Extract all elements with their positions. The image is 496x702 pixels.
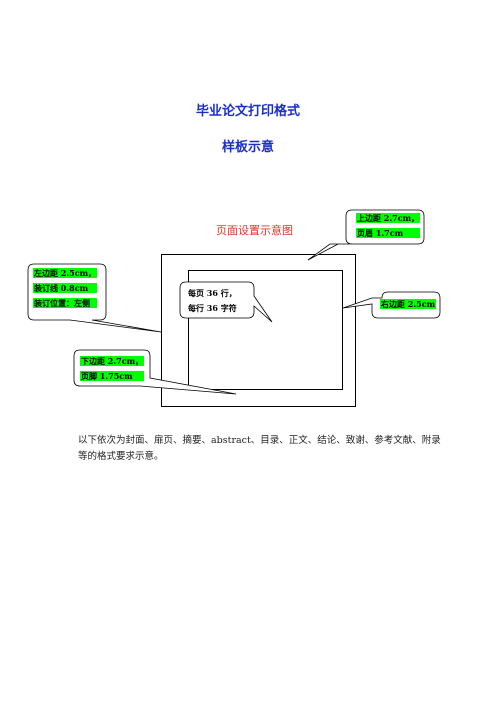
page-outline [161,254,356,407]
text-area-outline [188,270,343,390]
callout-bottom-text: 下边距 2.7cm， 页脚 1.75cm [80,356,145,381]
callout-right-line: 右边距 2.5cm [380,299,437,309]
diagram-caption: 页面设置示意图 [216,224,293,237]
callout-center-bubble [179,281,273,323]
callout-top-line: 页眉 1.7cm [356,228,421,238]
callout-bottom-line: 页脚 1.75cm [80,371,145,381]
callout-left-line: 装订线 0.8cm [33,283,98,293]
callout-left-line: 左边距 2.5cm， [33,268,98,278]
callout-bottom-line: 下边距 2.7cm， [80,356,145,366]
callout-center-line: 每页 36 行， [188,288,237,298]
description-paragraph: 以下依次为封面、扉页、摘要、abstract、目录、正文、结论、致谢、参考文献、… [78,435,441,462]
callout-left-line: 装订位置：左侧 [33,298,98,308]
callout-center-text: 每页 36 行， 每行 36 字符 [187,288,238,313]
callout-left-text: 左边距 2.5cm， 装订线 0.8cm 装订位置：左侧 [33,268,98,308]
callout-top-text: 上边距 2.7cm， 页眉 1.7cm [356,213,421,238]
callout-center-line: 每行 36 字符 [188,303,237,313]
callout-right-text: 右边距 2.5cm [380,299,437,309]
callout-top-line: 上边距 2.7cm， [356,213,421,223]
document-subtitle: 样板示意 [221,140,274,155]
document-title: 毕业论文打印格式 [195,104,300,119]
